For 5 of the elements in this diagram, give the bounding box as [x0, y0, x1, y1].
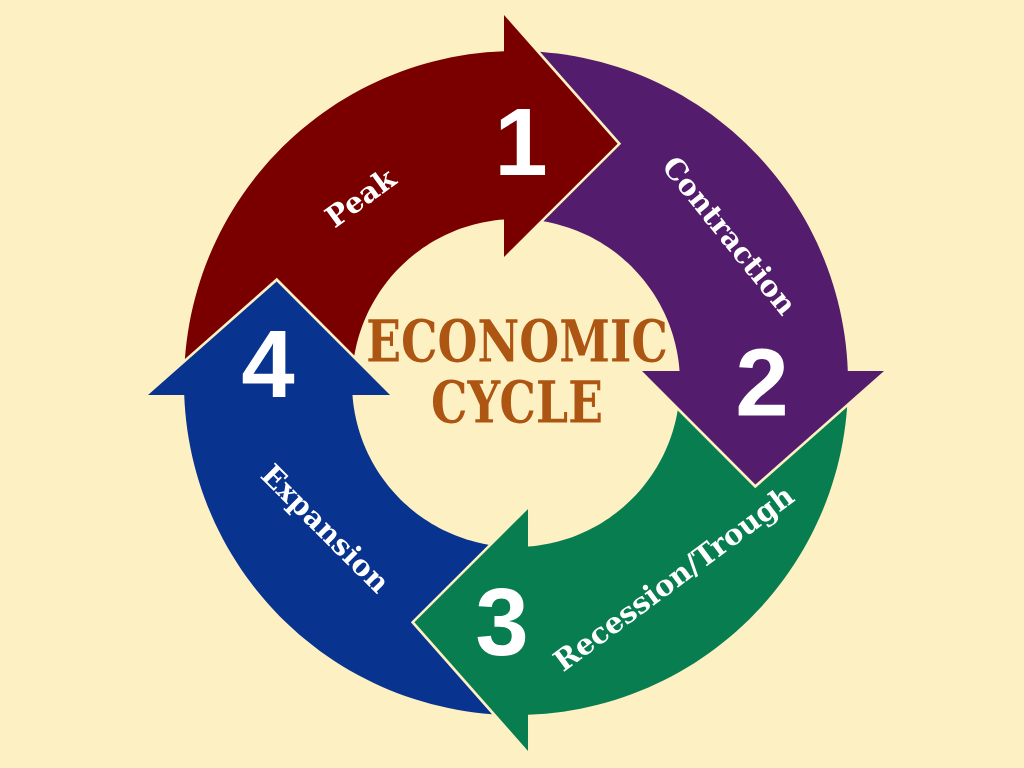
step-number: 4 [242, 331, 295, 398]
diagram-title: ECONOMIC CYCLE [368, 318, 666, 424]
step-number: 1 [500, 109, 546, 176]
step-number: 3 [477, 587, 526, 657]
step-number: 2 [738, 348, 785, 416]
